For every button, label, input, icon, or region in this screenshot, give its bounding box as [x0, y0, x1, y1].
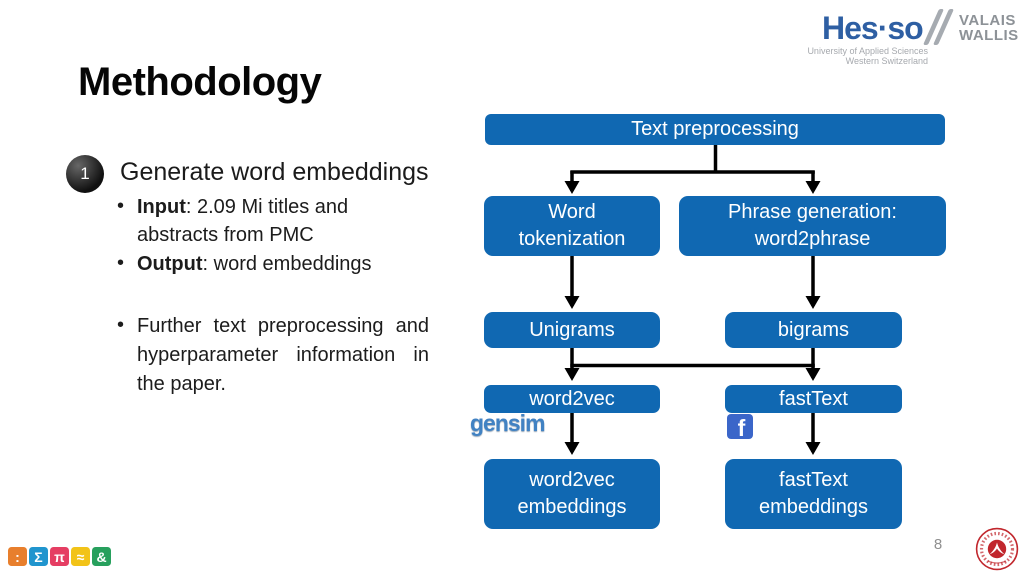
icon-glyph: Σ [34, 548, 43, 565]
facebook-f-letter: f [737, 415, 746, 440]
page-title: Methodology [78, 60, 322, 104]
flow-node-bigrams: bigrams [725, 312, 902, 348]
approx-icon: ≈ [71, 547, 90, 566]
gensim-logo: gensim [470, 410, 546, 436]
node-label: Unigrams [529, 318, 615, 341]
flow-node-unigrams: Unigrams [484, 312, 660, 348]
node-label: embeddings [759, 496, 868, 518]
step-heading: Generate word embeddings [120, 158, 429, 186]
flow-node-word2vec-embeddings: word2vec embeddings [484, 459, 660, 529]
node-label: word2phrase [754, 228, 871, 250]
university-seal-logo [975, 527, 1019, 571]
node-label: fastText [779, 387, 848, 410]
flow-node-text-preprocessing: Text preprocessing [485, 114, 945, 145]
node-label: word2vec [529, 469, 615, 491]
flow-node-fasttext-embeddings: fastText embeddings [725, 459, 902, 529]
bullet-further-info: Further text preprocessing and hyperpara… [115, 311, 429, 399]
facebook-icon: f [727, 414, 753, 439]
bullet-output-label: Output [137, 253, 203, 275]
node-label: bigrams [777, 318, 850, 341]
hesso-region-label: VALAIS WALLIS [959, 13, 1019, 43]
page-number: 8 [933, 536, 943, 553]
node-label: Phrase generation: [727, 201, 897, 223]
icon-glyph: & [96, 548, 107, 565]
node-label: tokenization [518, 228, 626, 250]
node-label: embeddings [517, 496, 627, 518]
flow-node-phrase-generation: Phrase generation: word2phrase [679, 196, 946, 256]
footer-icon-strip: : Σ π ≈ & [8, 547, 111, 566]
node-label: Word [548, 201, 596, 223]
icon-glyph: : [15, 548, 20, 565]
colon-icon: : [8, 547, 27, 566]
tagline-line2: Western Switzerland [845, 56, 928, 66]
node-label: word2vec [529, 387, 615, 410]
bullet-input-text: : 2.09 Mi titles and abstracts from PMC [137, 196, 349, 246]
bullet-further-text: Further text preprocessing and hyperpara… [137, 315, 429, 395]
hesso-logo-wordmark: Hes·so [822, 10, 924, 46]
icon-glyph: π [54, 548, 65, 565]
region-valais: VALAIS [959, 12, 1016, 29]
tagline-line1: University of Applied Sciences [807, 46, 928, 56]
hesso-tagline: University of Applied Sciences Western S… [790, 46, 928, 66]
node-label: fastText [779, 469, 848, 491]
ampersand-icon: & [92, 547, 111, 566]
bullet-output: Output: word embeddings [115, 249, 382, 278]
step-number-badge: 1 [66, 155, 104, 193]
flow-node-fasttext: fastText [725, 385, 902, 413]
flow-node-word2vec: word2vec [484, 385, 660, 413]
bullet-output-text: : word embeddings [202, 253, 372, 275]
node-label: Text preprocessing [631, 118, 799, 140]
bullet-input-label: Input [137, 196, 186, 218]
icon-glyph: ≈ [76, 548, 85, 565]
sigma-icon: Σ [29, 547, 48, 566]
region-wallis: WALLIS [959, 27, 1019, 44]
flow-node-word-tokenization: Word tokenization [484, 196, 660, 256]
pi-icon: π [50, 547, 69, 566]
step-number: 1 [80, 164, 90, 183]
bullet-input: Input: 2.09 Mi titles and abstracts from… [115, 192, 382, 249]
